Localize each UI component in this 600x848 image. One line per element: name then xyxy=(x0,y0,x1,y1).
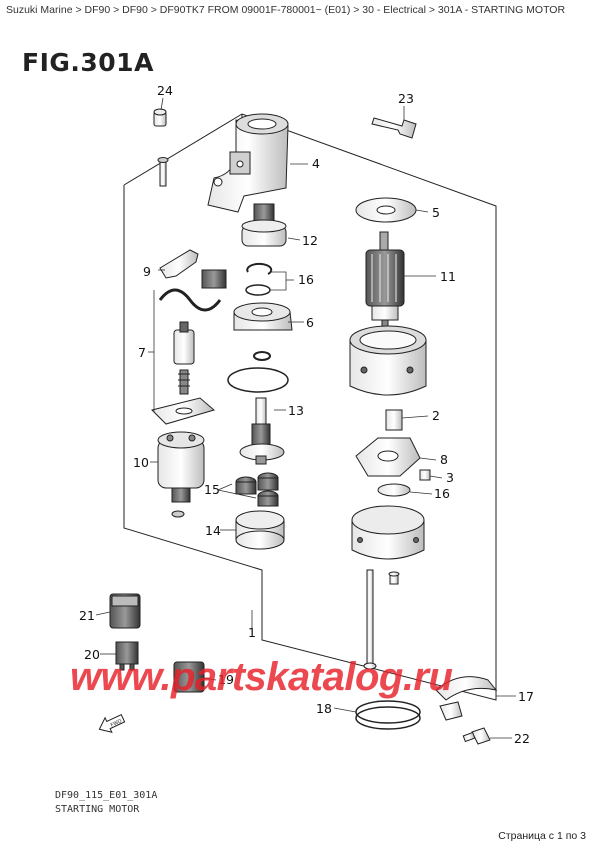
callout-24: 24 xyxy=(157,83,173,98)
part-brush xyxy=(385,409,403,431)
callout-16-bottom: 16 xyxy=(434,486,450,501)
part-armature xyxy=(365,231,405,331)
callout-19: 19 xyxy=(218,672,234,687)
part-screw-small xyxy=(157,157,169,187)
callout-5: 5 xyxy=(432,205,440,220)
part-bolt-22 xyxy=(462,727,491,745)
part-gear-housing xyxy=(233,302,293,361)
callout-6: 6 xyxy=(306,315,314,330)
callout-22: 22 xyxy=(514,731,530,746)
callout-23: 23 xyxy=(398,91,414,106)
part-bolt-lower xyxy=(388,571,400,585)
part-clamp xyxy=(435,676,498,721)
part-shaft xyxy=(239,397,285,465)
diagram-caption: STARTING MOTOR xyxy=(55,804,140,815)
part-internal-gear xyxy=(235,510,285,550)
part-snap-ring xyxy=(245,262,273,296)
part-bracket xyxy=(159,249,199,279)
leader-lines xyxy=(95,97,516,739)
part-cap xyxy=(153,108,167,127)
callout-15: 15 xyxy=(204,482,220,497)
callout-21: 21 xyxy=(79,608,95,623)
part-o-ring xyxy=(227,367,289,393)
part-relay-small xyxy=(115,641,139,671)
callout-1: 1 xyxy=(248,625,256,640)
part-washer-plate xyxy=(355,197,417,223)
callout-13: 13 xyxy=(288,403,304,418)
part-pinion xyxy=(241,203,287,247)
fwd-arrow-icon: FWD xyxy=(98,713,126,734)
part-brush-plate xyxy=(355,437,421,477)
part-yoke xyxy=(349,325,427,396)
part-rear-cover xyxy=(351,505,425,560)
callout-8: 8 xyxy=(440,452,448,467)
figure-title: FIG.301A xyxy=(22,48,154,77)
callout-11: 11 xyxy=(440,269,456,284)
diagram-code: DF90_115_E01_301A xyxy=(55,790,158,801)
callout-18: 18 xyxy=(316,701,332,716)
callout-12: 12 xyxy=(302,233,318,248)
part-small-screw xyxy=(419,469,431,481)
callout-7: 7 xyxy=(138,345,146,360)
part-brush-holder xyxy=(151,269,227,425)
callout-17: 17 xyxy=(518,689,534,704)
part-solenoid xyxy=(157,431,205,518)
part-bolt-23 xyxy=(371,117,417,139)
callout-2: 2 xyxy=(432,408,440,423)
callout-20: 20 xyxy=(84,647,100,662)
callout-3: 3 xyxy=(446,470,454,485)
part-band xyxy=(355,700,421,730)
breadcrumb: Suzuki Marine > DF90 > DF90 > DF90TK7 FR… xyxy=(6,4,566,16)
part-planet-gears xyxy=(235,472,279,507)
part-through-bolt xyxy=(363,569,377,670)
callout-numbers: 24 23 4 5 12 11 9 16 6 7 13 2 8 3 16 10 … xyxy=(79,83,534,746)
watermark: www.partskatalog.ru xyxy=(70,655,453,699)
callout-9: 9 xyxy=(143,264,151,279)
pagination: Страница с 1 по 3 xyxy=(498,830,586,842)
callout-4: 4 xyxy=(312,156,320,171)
part-relay xyxy=(109,593,141,629)
part-thrust-washer xyxy=(377,483,411,497)
callout-10: 10 xyxy=(133,455,149,470)
part-end-cover xyxy=(207,113,289,213)
part-connector xyxy=(173,661,205,693)
callout-14: 14 xyxy=(205,523,221,538)
fwd-label: FWD xyxy=(110,718,123,728)
callout-16-top: 16 xyxy=(298,272,314,287)
